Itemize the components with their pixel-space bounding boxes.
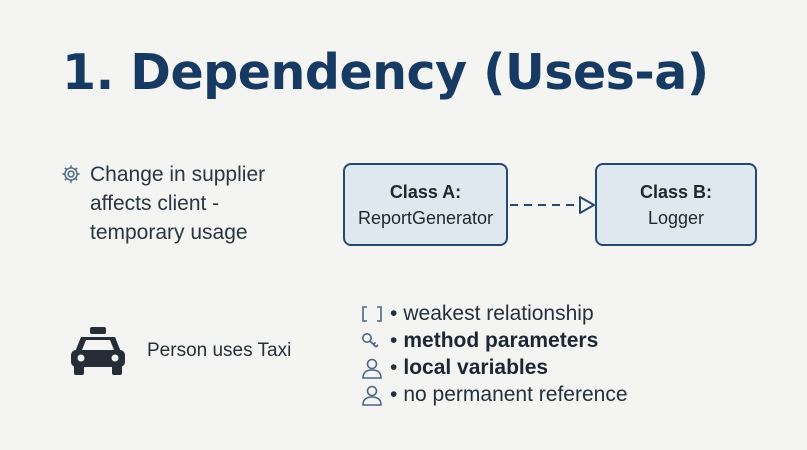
bullet-text: weakest relationship: [403, 301, 594, 325]
list-item: • no permanent reference: [360, 381, 628, 408]
class-b-name: Logger: [647, 207, 705, 228]
list-item: • method parameters: [360, 327, 628, 354]
class-a-box: Class A: ReportGenerator: [343, 163, 508, 246]
bullet-list: • weakest relationship • method paramete…: [360, 300, 628, 408]
brackets-icon: [362, 305, 382, 322]
class-a-name: ReportGenerator: [357, 207, 494, 228]
description-line: temporary usage: [90, 221, 248, 244]
page-title: 1. Dependency (Uses-a): [62, 44, 709, 101]
list-item: • weakest relationship: [360, 300, 628, 327]
bullet-text: method parameters: [403, 328, 599, 352]
class-a-title: Class A:: [389, 181, 462, 202]
dependency-arrow: [510, 196, 595, 214]
example-label: Person uses Taxi: [147, 340, 292, 361]
gear-icon: [62, 165, 80, 183]
description-line: affects client -: [90, 192, 220, 215]
key-icon: [362, 332, 379, 348]
description: Change in supplier affects client - temp…: [60, 160, 265, 247]
example: Person uses Taxi: [69, 325, 291, 377]
taxi-icon: [71, 327, 125, 375]
user-icon: [362, 385, 382, 406]
description-line: Change in supplier: [90, 163, 266, 186]
class-b-title: Class B:: [639, 181, 713, 202]
user-icon: [362, 358, 382, 379]
list-item: • local variables: [360, 354, 628, 381]
class-b-box: Class B: Logger: [595, 163, 757, 246]
bullet-text: local variables: [403, 355, 549, 379]
bullet-text: no permanent reference: [403, 382, 628, 406]
